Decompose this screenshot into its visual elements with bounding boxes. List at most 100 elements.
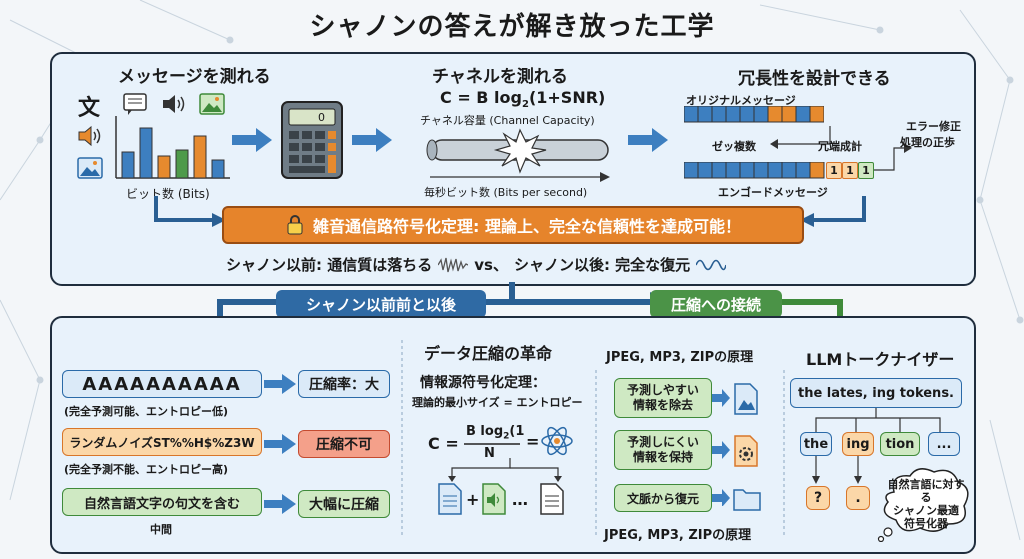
natural-language-text: 自然言語文字の句文を含む	[62, 488, 262, 516]
vs-label: vs、	[474, 256, 508, 274]
parity-bit-2: 1	[842, 162, 858, 179]
jpeg-arrows	[712, 389, 730, 506]
plus-sign: +	[466, 490, 480, 509]
large-compression-result: 大幅に圧縮	[298, 490, 390, 518]
high-entropy-note: (完全予測不能、エントロピー高)	[64, 463, 229, 476]
middle-entropy-note: 中間	[150, 523, 172, 536]
arrow-right-1	[232, 128, 272, 152]
formula-denominator: N	[484, 446, 495, 461]
encoded-message-blocks	[684, 162, 825, 179]
capacity-formula: C = B log2(1+SNR)	[440, 88, 605, 110]
speaker-icon-2	[163, 95, 185, 113]
thought-cloud	[877, 468, 969, 542]
bps-arrow	[430, 172, 610, 182]
jpeg-step-keep: 予測しにくい 情報を保持	[614, 430, 712, 470]
chat-icon	[123, 93, 147, 115]
calculator-display: 0	[318, 111, 325, 124]
high-entropy-text: ランダムノイズST%%H$%Z3W	[62, 428, 262, 456]
noisy-channel-pipe	[426, 128, 609, 174]
copy-arrow	[770, 126, 831, 149]
row-arrows	[264, 374, 296, 514]
measure-message-heading: メッセージを測れる	[118, 67, 271, 87]
parity-bit-3: 1	[858, 162, 874, 179]
text-char: 文	[78, 96, 101, 121]
formula-sub: 2	[521, 99, 529, 111]
copies-label: ゼッ複数	[712, 140, 756, 153]
low-entropy-text: AAAAAAAAAA	[62, 370, 262, 398]
gear-file-icon	[734, 435, 758, 467]
token-tion: tion	[880, 432, 920, 456]
section-dividers	[401, 340, 785, 536]
measure-channel-heading: チャネルを測れる	[432, 67, 568, 87]
llm-cloud-text: 自然言語に対する シャノン最適 符号化器	[887, 478, 965, 530]
arrow-right-2	[352, 128, 392, 152]
jpeg-heading: JPEG, MP3, ZIPの原理	[606, 350, 754, 365]
lock-icon	[287, 215, 303, 235]
error-correction-label: エラー修正	[906, 120, 961, 133]
before-shannon: シャノン以前: 通信質は落ちる	[226, 256, 433, 274]
num-sub: 2	[503, 431, 510, 442]
error-correction-label-2: 処理の正歩	[900, 136, 955, 149]
image-icon-2	[199, 93, 225, 115]
text-file-icon	[540, 483, 564, 515]
low-entropy-note: (完全予測可能、エントロピー低)	[64, 405, 229, 418]
parity-bit-1: 1	[826, 162, 842, 179]
encoded-message-label: エンゴードメッセージ	[718, 186, 828, 199]
folder-icon	[733, 489, 761, 511]
llm-input-text: the lates, ing tokens.	[790, 378, 962, 408]
shannon-comparison: シャノン以前: 通信質は落ちる vs、 シャノン以後: 完全な復元	[226, 254, 727, 275]
speaker-icon	[78, 125, 101, 147]
ellipsis: …	[512, 490, 528, 509]
bits-bar-chart	[115, 116, 230, 179]
image-icon	[77, 157, 103, 179]
num-pre: B log	[466, 424, 504, 439]
design-redundancy-heading: 冗長性を設計できる	[738, 69, 891, 89]
theorem-text: 雑音通信路符号化定理: 理論上、完全な信頼性を達成可能！	[313, 217, 741, 236]
redundant-bits-label: 冗端成計	[818, 140, 862, 153]
jpeg-step-remove: 予測しやすい 情報を除去	[614, 378, 712, 418]
before-after-tag: シャノン以前前と以後	[276, 290, 486, 318]
error-correction-arrow	[874, 143, 912, 171]
token-ing: ing	[842, 432, 874, 456]
token-split-lines	[815, 408, 941, 434]
source-coding-theorem: 情報源符号化定理：	[420, 375, 546, 391]
token-output-question: ?	[806, 486, 830, 510]
token-the: the	[800, 432, 832, 456]
theorem-banner: 雑音通信路符号化定理: 理論上、完全な信頼性を達成可能！	[222, 206, 804, 244]
audio-file-icon	[482, 483, 506, 515]
capacity-label: チャネル容量 (Channel Capacity)	[420, 114, 595, 127]
calculator-icon	[281, 101, 343, 179]
token-more: ...	[928, 432, 960, 456]
bits-label: ビット数 (Bits)	[126, 187, 210, 201]
revolution-heading: データ圧縮の革命	[424, 344, 553, 363]
formula-pre: C = B log	[440, 88, 522, 107]
jpeg-step-restore: 文脈から復元	[614, 484, 712, 512]
source-coding-sub: 理論的最小サイズ = エントロピー	[412, 396, 583, 409]
theorem-connectors	[154, 196, 866, 227]
llm-heading: LLMトークナイザー	[806, 350, 955, 369]
token-output-arrows	[812, 456, 862, 484]
after-shannon: シャノン以後: 完全な復元	[513, 256, 691, 274]
formula-post: (1+SNR)	[528, 88, 606, 107]
formula-flow-arrows	[448, 458, 562, 482]
formula-equals: =	[526, 432, 540, 451]
fraction-bar	[464, 443, 520, 445]
num-post: (1	[509, 424, 525, 439]
jpeg-footer: JPEG, MP3, ZIPの原理	[604, 528, 752, 543]
page-title: シャノンの答えが解き放った工学	[309, 12, 715, 42]
original-message-blocks	[684, 106, 824, 123]
original-message-label: オリジナルメッセージ	[686, 94, 796, 107]
no-compression-result: 圧縮不可	[298, 430, 390, 458]
formula-numerator: B log2(1	[466, 424, 524, 442]
bps-label: 毎秒ビット数 (Bits per second)	[424, 186, 588, 199]
high-compression-result: 圧縮率：大	[298, 370, 390, 398]
compression-tag: 圧縮への接続	[650, 290, 782, 318]
formula-c: C =	[428, 434, 459, 453]
image-file-icon	[734, 383, 758, 415]
document-icon	[438, 483, 462, 515]
token-output-period: .	[846, 486, 870, 510]
atom-icon	[541, 426, 573, 456]
clean-wave-icon	[696, 259, 727, 270]
arrow-right-3	[628, 128, 668, 152]
noisy-wave-icon	[438, 257, 469, 272]
